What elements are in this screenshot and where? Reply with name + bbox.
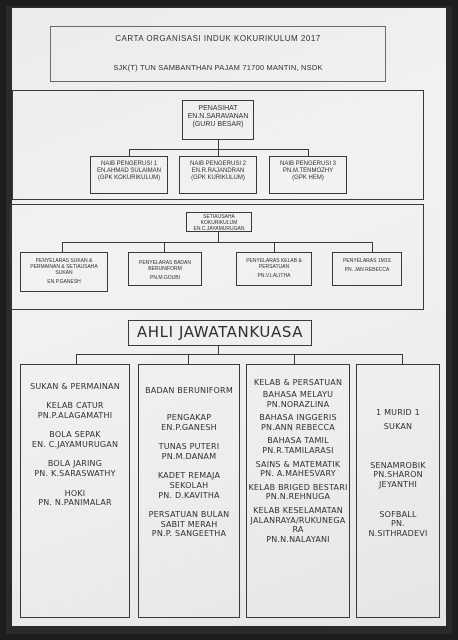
column-item: PN. A.MAHESVARY <box>260 469 336 479</box>
connector <box>188 354 189 364</box>
column-item: SENAMROBIK <box>370 460 426 470</box>
connector <box>402 354 403 364</box>
committee-column-4-content: 1 MURID 1 SUKAN SENAMROBIK PN.SHARON JEY… <box>366 406 430 538</box>
committee-column-2-content: BADAN BERUNIFORM PENGAKAP EN.P.GANESH TU… <box>138 386 240 539</box>
column-head: 1 MURID 1 SUKAN <box>376 408 420 432</box>
column-item: PN. K.SARASWATHY <box>34 468 116 478</box>
column-item: BOLA SEPAK <box>49 430 101 440</box>
column-item: PERSATUAN BULAN SABIT MERAH <box>148 510 230 529</box>
connector <box>218 140 219 149</box>
deputy-label-3: NAIB PENGERUSI 3 PN.M.TENMOZHY (GPK HEM) <box>279 161 336 181</box>
coordinator-label-4: PENYELARAS 1M1S PN. JAN REBECCA <box>343 258 391 273</box>
secretary-label: SETIAUSAHA KOKURIKULUM EN.C.JAYAMURUGAN <box>193 214 245 232</box>
column-item: BAHASA MELAYU <box>262 390 334 399</box>
chart-title: CARTA ORGANISASI INDUK KOKURIKULUM 2017 <box>115 34 321 43</box>
column-item: BAHASA TAMIL <box>267 436 329 446</box>
connector <box>218 232 219 242</box>
column-item: PN.ANN REBECCA <box>261 422 335 432</box>
column-item: PN.R.TAMILARASI <box>262 445 334 455</box>
column-head: BADAN BERUNIFORM <box>145 386 233 395</box>
coordinator-box-2 <box>128 252 202 286</box>
school-address: SJK(T) TUN SAMBANTHAN PAJAM 71700 MANTIN… <box>113 63 323 72</box>
connector <box>62 242 372 243</box>
coordination-section <box>10 204 424 310</box>
deputy-box-1 <box>90 156 168 194</box>
committee-column-3-content: KELAB & PERSATUAN BAHASA MELAYU PN.NORAZ… <box>246 378 350 544</box>
deputy-box-3 <box>269 156 347 194</box>
column-item: EN.P.GANESH <box>161 422 217 432</box>
column-item: PENGAKAP <box>166 413 212 422</box>
committee-column-1 <box>20 364 130 618</box>
connector <box>129 149 130 156</box>
column-head: KELAB & PERSATUAN <box>253 378 343 387</box>
column-item: EN. C.JAYAMURUGAN <box>31 439 119 449</box>
deputy-label-2: NAIB PENGERUSI 2 EN.R.RAJANDRAN (GPK KUR… <box>189 161 246 181</box>
committee-column-3 <box>246 364 350 618</box>
deputy-box-2 <box>179 156 257 194</box>
column-item: PN.N.NALAYANI <box>266 534 330 544</box>
connector <box>129 149 309 150</box>
coordinator-label-2: PENYELARAS BADAN BERUNIFORM PN.M.GOUBI <box>139 260 191 281</box>
coordinator-box-4 <box>332 252 402 286</box>
connector <box>274 242 275 252</box>
column-item: SOFBALL <box>379 509 417 519</box>
advisor-label: PENASIHAT EN.N.SARAVANAN (GURU BESAR) <box>187 105 249 129</box>
column-head: SUKAN & PERMAINAN <box>30 382 120 391</box>
coordinator-box-1 <box>20 252 108 292</box>
committee-title: AHLI JAWATANKUASA <box>136 323 304 341</box>
column-item: TUNAS PUTERI <box>158 442 220 452</box>
coordinator-label-1: PENYELARAS SUKAN & PERMAINAN & SETIAUSAH… <box>30 258 98 285</box>
column-item: BAHASA INGGERIS <box>259 413 337 423</box>
column-item: PN.NORAZLINA <box>266 399 330 409</box>
column-item: PN. D.KAVITHA <box>158 490 220 500</box>
connector <box>308 149 309 156</box>
column-item: KELAB CATUR <box>46 401 104 410</box>
connector <box>164 242 165 252</box>
column-item: KELAB BRIGED BESTARI <box>248 482 348 492</box>
connector <box>372 242 373 252</box>
column-item: BOLA JARING <box>47 459 103 469</box>
connector <box>76 354 402 355</box>
column-item: KELAB KESELAMATAN JALANRAYA/RUKUNEGA RA <box>250 505 346 535</box>
coordinator-box-3 <box>236 252 312 286</box>
column-item: SAINS & MATEMATIK <box>255 459 341 469</box>
column-item: PN. N.PANIMALAR <box>38 498 112 508</box>
connector <box>76 354 77 364</box>
paper-sheet: CARTA ORGANISASI INDUK KOKURIKULUM 2017 … <box>10 8 446 626</box>
committee-column-2 <box>138 364 240 618</box>
connector <box>218 149 219 156</box>
deputy-label-1: NAIB PENGERUSI 1 EN.AHMAD SULAIMAN (GPK … <box>96 161 161 181</box>
connector <box>218 346 219 354</box>
committee-column-1-content: SUKAN & PERMAINAN KELAB CATUR PN.P.ALAGA… <box>20 382 130 508</box>
column-item: PN.SHARON JEYANTHI <box>373 470 423 489</box>
column-item: PN.P. SANGEETHA <box>151 529 227 539</box>
committee-title-box <box>128 320 312 346</box>
column-item: PN.P.ALAGAMATHI <box>37 410 113 420</box>
header-box <box>50 26 386 82</box>
coordinator-label-3: PENYELARAS KELAB & PERSATUAN PN.V.LALITH… <box>246 258 302 279</box>
secretary-box <box>186 212 252 232</box>
committee-column-4 <box>356 364 440 618</box>
column-item: PN.N.REHNUGA <box>265 492 331 502</box>
column-item: PN.M.DANAM <box>161 451 217 461</box>
column-item: KADET REMAJA SEKOLAH <box>157 471 221 490</box>
leadership-section <box>12 90 424 200</box>
connector <box>294 354 295 364</box>
column-item: HOKI <box>64 488 86 498</box>
connector <box>62 242 63 252</box>
column-item: PN. N.SITHRADEVI <box>368 519 428 538</box>
advisor-box <box>182 100 254 140</box>
